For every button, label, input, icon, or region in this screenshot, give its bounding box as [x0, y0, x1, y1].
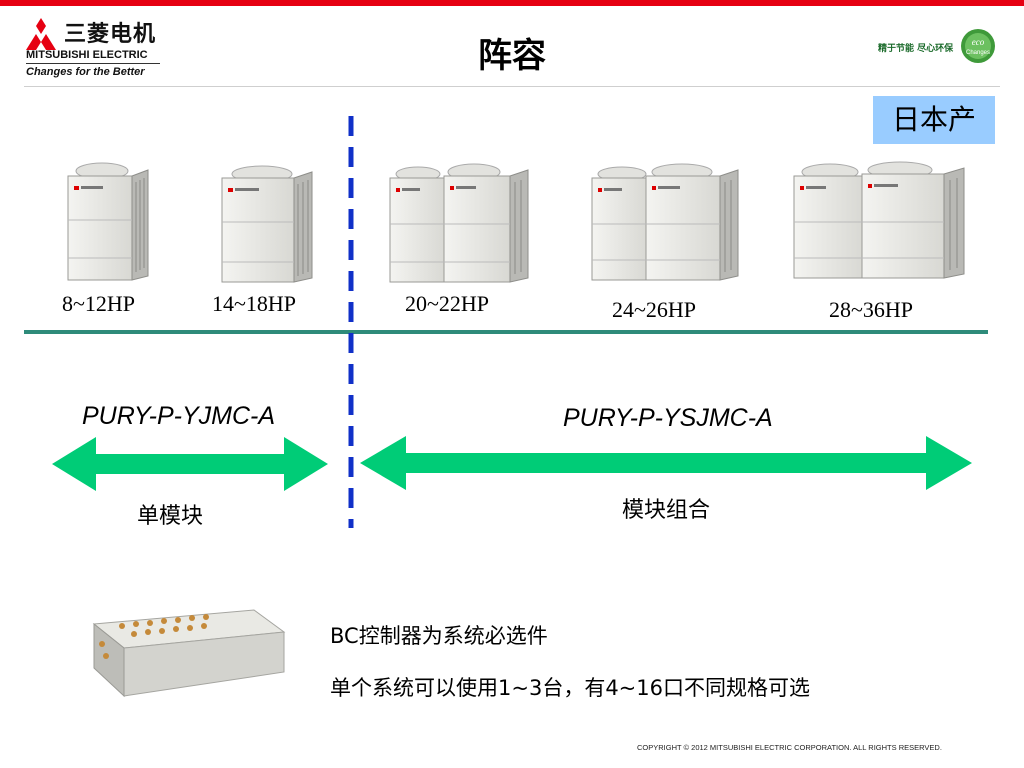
header-divider [24, 86, 1000, 87]
double-arrow-single-icon [52, 437, 328, 491]
hp-label-14-18: 14~18HP [212, 291, 297, 316]
label-combination: 模块组合 [622, 498, 711, 523]
mitsubishi-logo: 三菱电机 MITSUBISHI ELECTRIC Changes for the… [24, 16, 174, 82]
bc-description-line1: BC控制器为系统必选件 [330, 624, 548, 648]
bc-description-line2: 单个系统可以使用1~3台，有4~16口不同规格可选 [330, 676, 810, 700]
origin-badge: 日本产 [873, 96, 995, 144]
outdoor-unit-single-image [67, 162, 149, 281]
logo-chinese-text: 三菱电机 [64, 22, 157, 47]
top-red-bar [0, 0, 1024, 6]
svg-text:Changes: Changes [966, 50, 990, 56]
vertical-dashed-divider [348, 116, 354, 528]
page-title: 阵容 [478, 36, 546, 76]
hp-label-20-22: 20~22HP [405, 291, 490, 316]
hp-label-28-36: 28~36HP [829, 297, 914, 322]
hp-label-24-26: 24~26HP [612, 297, 697, 322]
copyright-footer: COPYRIGHT © 2012 MITSUBISHI ELECTRIC COR… [637, 743, 942, 752]
logo-english-text: MITSUBISHI ELECTRIC [26, 49, 148, 61]
logo-rule [26, 63, 160, 64]
bc-controller-image [92, 609, 286, 698]
model-single-module: PURY-P-YJMC-A [82, 402, 276, 430]
three-diamonds-icon [26, 18, 56, 50]
svg-text:eco: eco [972, 37, 985, 47]
logo-tagline: Changes for the Better [26, 66, 145, 78]
double-arrow-combo-icon [360, 436, 972, 490]
outdoor-unit-combo-20-image [389, 163, 529, 283]
eco-changes-logo-icon: eco Changes [961, 29, 995, 63]
outdoor-unit-combo-24-image [591, 163, 739, 281]
outdoor-unit-single-large-image [221, 165, 313, 283]
hp-label-8-12: 8~12HP [62, 291, 136, 316]
model-combination: PURY-P-YSJMC-A [563, 404, 773, 432]
outdoor-unit-combo-28-image [793, 161, 965, 279]
label-single-module: 单模块 [137, 504, 204, 529]
eco-slogan: 精于节能 尽心环保 [878, 44, 954, 54]
green-divider-line [24, 330, 988, 334]
